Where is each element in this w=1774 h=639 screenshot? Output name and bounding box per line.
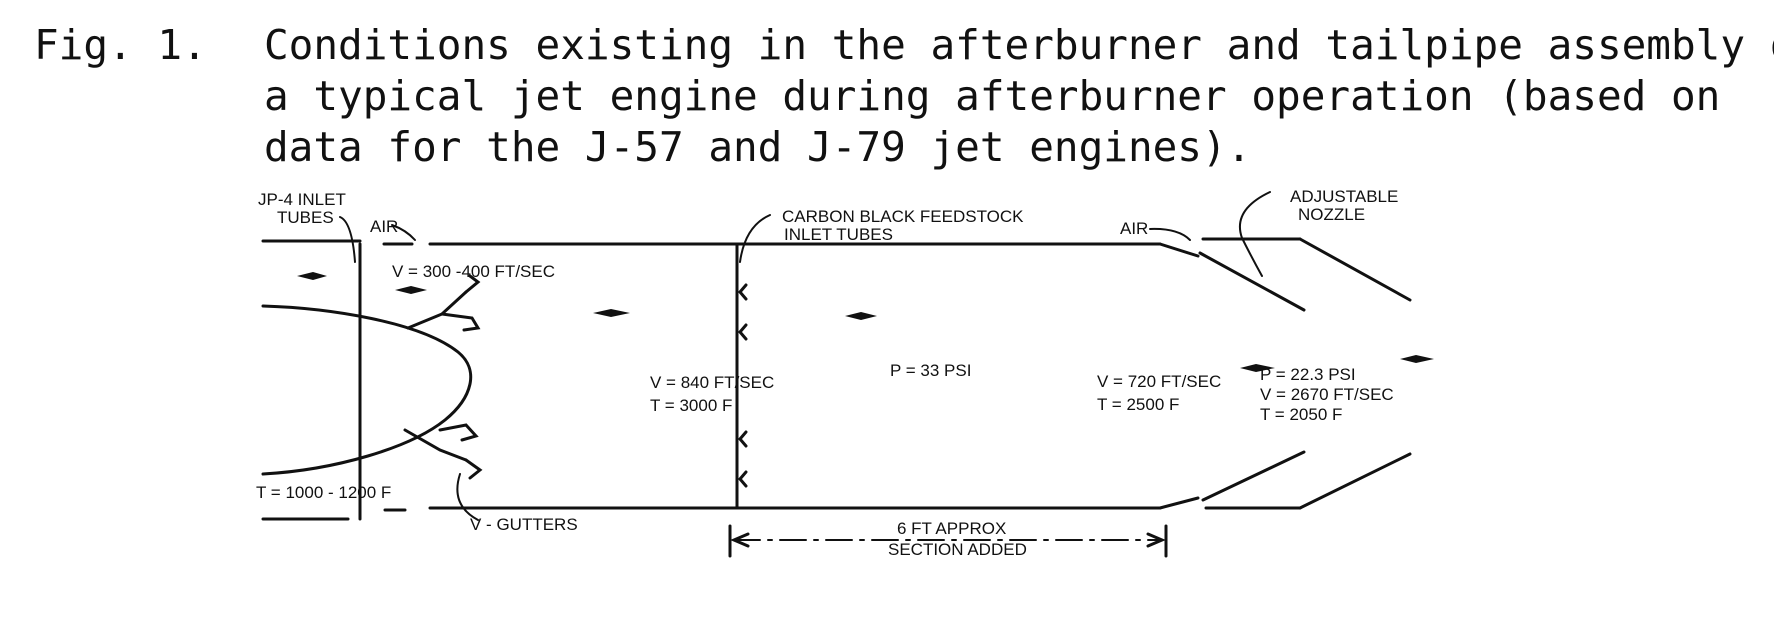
pressure-mid-label: P = 33 PSI — [890, 361, 971, 380]
temperature-front-label: T = 1000 - 1200 F — [256, 483, 391, 502]
velocity-front-label: V = 300 -400 FT/SEC — [392, 262, 555, 281]
figure-number: Fig. 1. — [34, 21, 207, 69]
v-gutters-label: V - GUTTERS — [470, 515, 578, 534]
temperature-mid-label: T = 3000 F — [650, 396, 732, 415]
velocity-mid-label: V = 840 FT/SEC — [650, 373, 774, 392]
air-rear-label: AIR — [1120, 219, 1148, 238]
figure-caption: Fig. 1. Conditions existing in the after… — [34, 20, 1774, 275]
velocity-rear-label: V = 720 FT/SEC — [1097, 372, 1221, 391]
temperature-rear-label: T = 2500 F — [1097, 395, 1179, 414]
v-gutter-lower — [403, 428, 468, 462]
section-length-label: 6 FT APPROX — [897, 519, 1006, 538]
bottom-wall-taper — [1158, 496, 1200, 510]
nozzle-bottom-outer — [1298, 452, 1412, 510]
jp4-inlet-label: JP-4 INLET — [258, 190, 346, 209]
feedstock-label-2: INLET TUBES — [784, 225, 893, 244]
v-gutter-upper — [406, 290, 468, 330]
nozzle-flap-upper — [1198, 251, 1306, 312]
caption-line-2: a typical jet engine during afterburner … — [264, 72, 1721, 120]
pressure-exit-label: P = 22.3 PSI — [1260, 365, 1356, 384]
flow-arrows — [297, 272, 1434, 372]
caption-line-3: data for the J-57 and J-79 jet engines). — [264, 123, 1252, 171]
section-added-label: SECTION ADDED — [888, 540, 1027, 559]
nozzle-label: ADJUSTABLE — [1290, 187, 1398, 206]
temperature-exit-label: T = 2050 F — [1260, 405, 1342, 424]
caption-line-1: Conditions existing in the afterburner a… — [264, 21, 1774, 69]
top-wall-taper — [1158, 242, 1200, 258]
velocity-exit-label: V = 2670 FT/SEC — [1260, 385, 1394, 404]
nozzle-top-outer — [1298, 237, 1412, 302]
air-front-label: AIR — [370, 217, 398, 236]
nozzle-label-2: NOZZLE — [1298, 205, 1365, 224]
jp4-inlet-label-2: TUBES — [277, 208, 334, 227]
nozzle-flap-lower — [1201, 450, 1306, 502]
feedstock-label: CARBON BLACK FEEDSTOCK — [782, 207, 1024, 226]
